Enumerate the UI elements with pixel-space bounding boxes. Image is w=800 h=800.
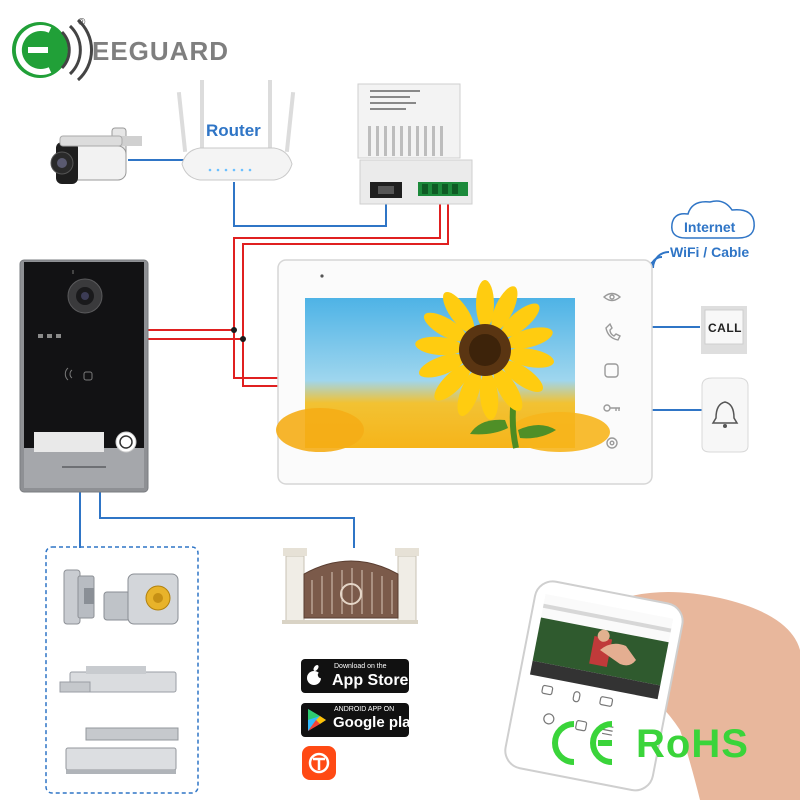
junction-dot [231, 327, 237, 333]
eye-icon [602, 292, 622, 302]
indoor-monitor-icon [276, 259, 653, 485]
call-button-label: CALL [708, 321, 742, 335]
google-play-icon [308, 709, 326, 731]
wire-router-controller [233, 182, 387, 227]
app-store-badge-label: App Store [332, 672, 409, 689]
lock-options-box [45, 546, 199, 794]
electric-bolt-lock-icon [59, 666, 177, 693]
ce-mark [552, 721, 613, 765]
network-controller-icon [357, 83, 473, 205]
electric-rim-lock-icon [103, 573, 179, 625]
gate-icon [282, 548, 419, 624]
key-icon [603, 404, 620, 412]
registered-mark: ® [78, 17, 86, 28]
google-play-badge-label: Google play [333, 714, 419, 731]
cctv-camera-icon [50, 127, 142, 184]
internet-label: Internet [684, 219, 736, 235]
gear-icon [606, 437, 618, 449]
monitor-controls [602, 292, 622, 449]
wires [79, 159, 702, 548]
internet-cloud-icon [671, 200, 755, 239]
eeguard-logo [12, 18, 93, 82]
call-button-icon [701, 306, 747, 354]
sunflower-icon [415, 280, 556, 449]
connection-label: WiFi / Cable [670, 244, 750, 260]
app-store-badge-small: Download on the [334, 663, 387, 670]
electric-strike-icon [63, 569, 95, 625]
router-icon [176, 80, 296, 181]
apple-icon [307, 664, 325, 685]
magnetic-lock-icon [65, 727, 179, 774]
square-button-icon [604, 363, 619, 378]
google-play-badge-small: ANDROID APP ON [334, 706, 395, 713]
doorbell-icon [701, 377, 749, 453]
tuya-app-icon [302, 746, 336, 780]
brand-name: EEGUARD [92, 36, 230, 66]
red-bus-wires [148, 200, 449, 387]
rohs-mark: RoHS [636, 722, 749, 766]
router-label: Router [206, 121, 261, 140]
smartphone-in-hand-icon [504, 580, 800, 800]
wire-station-gate [99, 490, 355, 548]
phone-icon [605, 322, 621, 341]
google-play-badge [301, 703, 409, 737]
app-store-badge [301, 659, 409, 693]
door-station-icon [19, 259, 149, 493]
junction-dot [240, 336, 246, 342]
